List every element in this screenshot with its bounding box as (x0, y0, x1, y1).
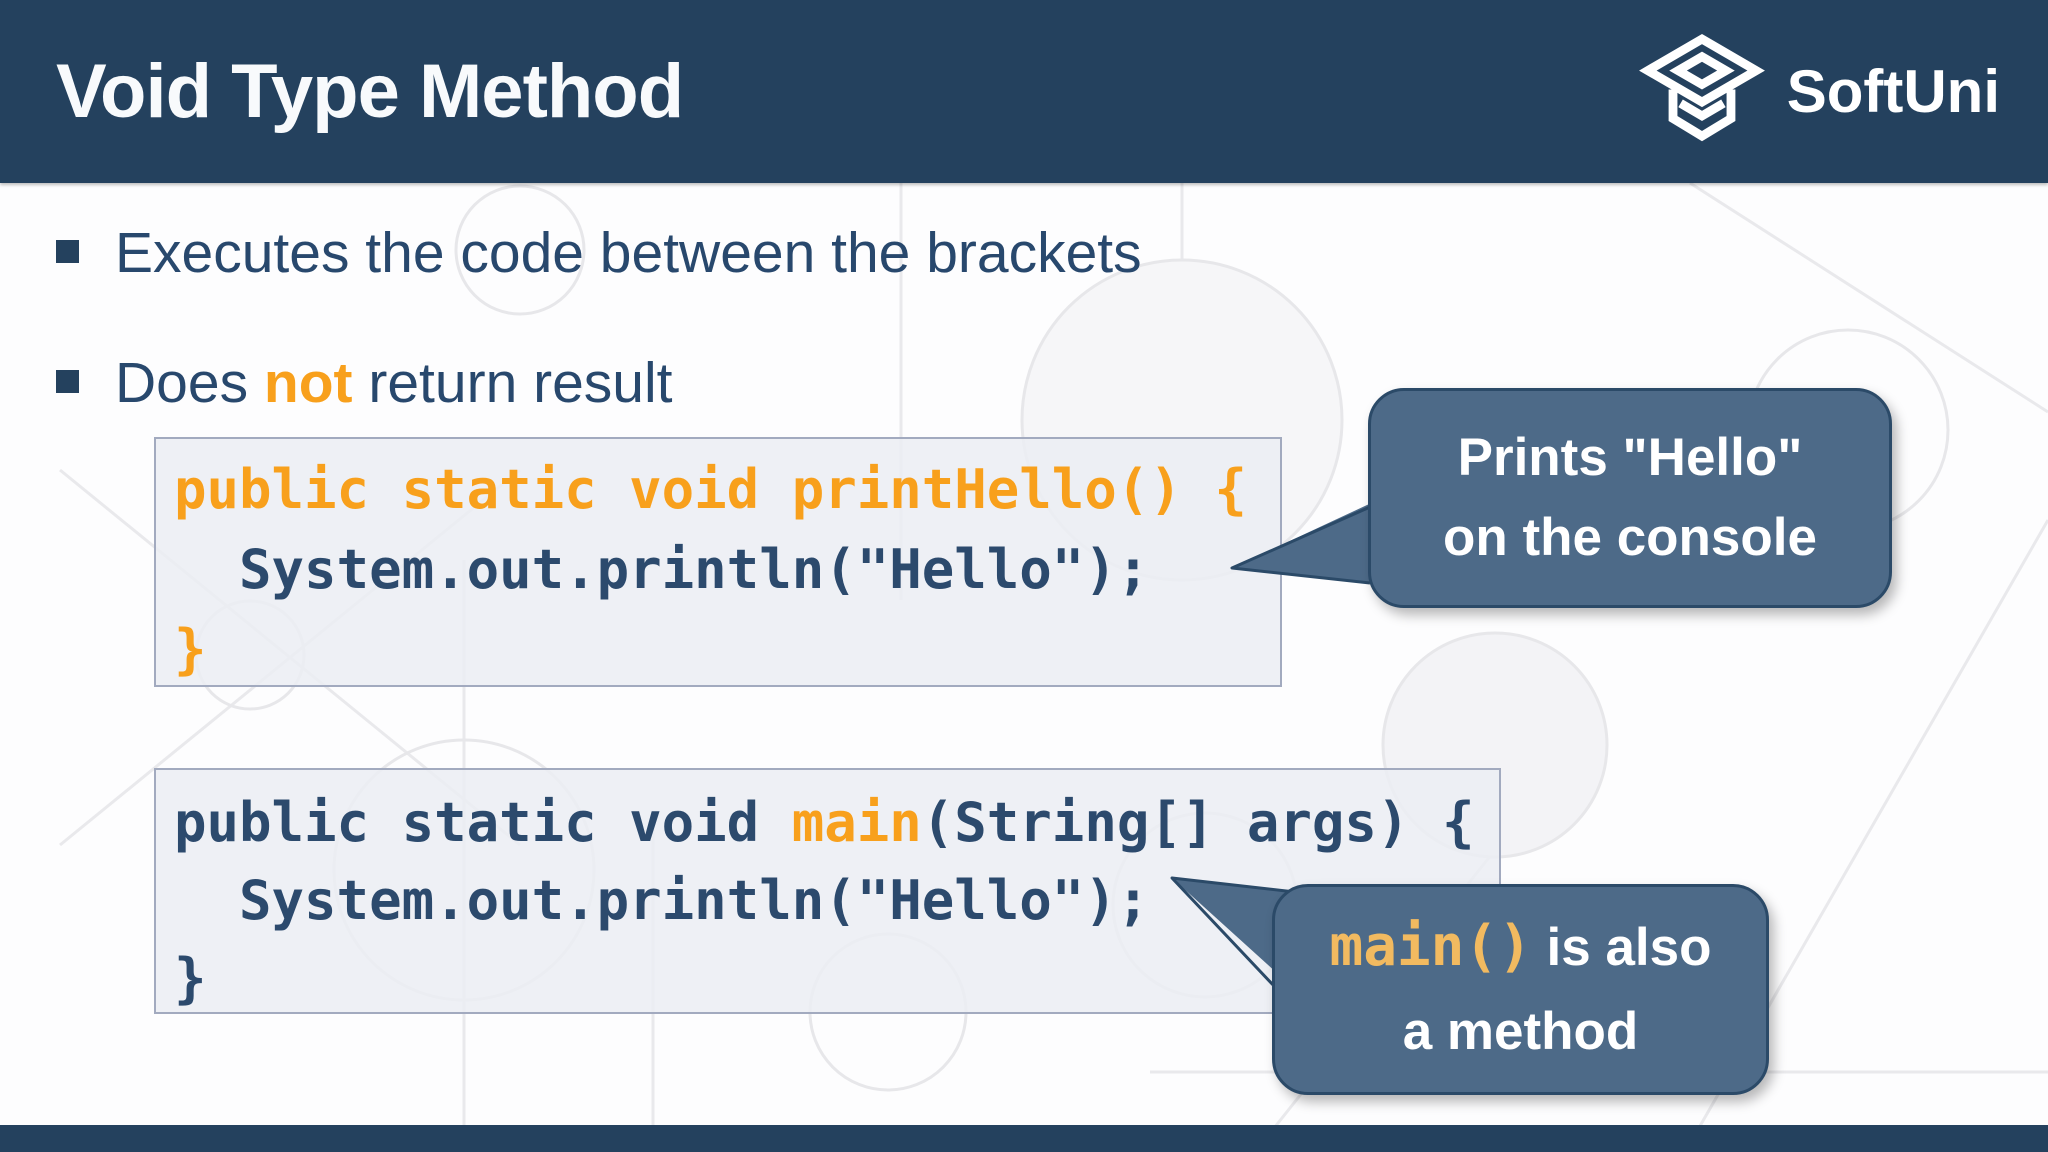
callout-main-method: main() is also a method (1272, 884, 1769, 1095)
code-line-signature: public static void main(String[] args) { (174, 784, 1499, 862)
code-token: (String[] args) { (921, 791, 1475, 854)
header-bar: Void Type Method SoftUni (0, 0, 2048, 183)
callout-prints-hello: Prints "Hello" on the console (1368, 388, 1892, 608)
code-line-signature: public static void printHello() { (174, 458, 1247, 521)
footer-bar (0, 1125, 2048, 1152)
bullet-item-executes: Executes the code between the brackets (56, 218, 1142, 288)
code-line-println: System.out.println("Hello"); (174, 538, 1150, 601)
bullet-text-pre: Does (115, 351, 264, 415)
callout-line: main() is also (1275, 905, 1766, 990)
bullet-text: Does not return result (115, 348, 673, 418)
callout-line: on the console (1443, 508, 1817, 567)
softuni-logo: SoftUni (1638, 29, 2000, 155)
callout-line: a method (1402, 1002, 1639, 1061)
page-title: Void Type Method (56, 49, 684, 134)
callout-line-rest: is also (1531, 918, 1712, 977)
logo-text: SoftUni (1786, 58, 2000, 125)
highlight-not: not (263, 351, 353, 415)
bullet-text: Executes the code between the brackets (115, 221, 1142, 285)
code-token: public static void (174, 791, 792, 854)
bullet-item-no-return: Does not return result (56, 348, 673, 418)
code-block-printhello: public static void printHello() { System… (154, 437, 1282, 687)
code-line-closing-brace: } (174, 947, 207, 1010)
bullet-square-icon (56, 240, 79, 263)
callout-code-main: main() (1329, 914, 1532, 979)
code-line-println: System.out.println("Hello"); (174, 869, 1150, 932)
callout-line: Prints "Hello" (1457, 428, 1803, 487)
code-token-main: main (791, 791, 922, 854)
graduation-cap-icon (1638, 33, 1765, 141)
bullet-square-icon (56, 370, 79, 393)
code-line-closing-brace: } (174, 618, 207, 681)
bullet-text-post: return result (352, 351, 673, 415)
